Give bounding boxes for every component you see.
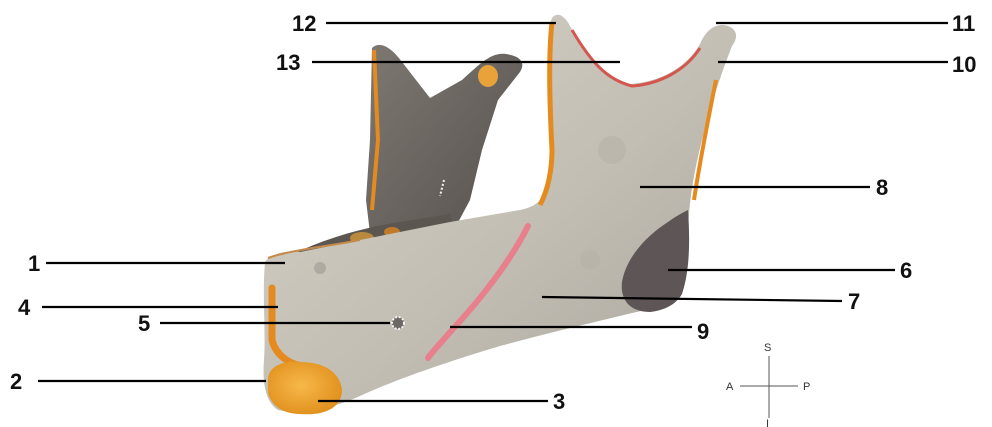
label-3: 3	[553, 389, 565, 414]
compass-anterior: A	[726, 381, 734, 393]
compass-posterior: P	[803, 381, 810, 393]
label-10: 10	[952, 52, 976, 77]
label-6: 6	[900, 258, 912, 283]
label-8: 8	[876, 175, 888, 200]
coronoid-orange-edge	[540, 22, 552, 205]
label-11: 11	[952, 11, 975, 36]
mental-foramen	[392, 317, 404, 329]
compass-superior: S	[764, 342, 771, 354]
label-2: 2	[10, 369, 22, 394]
bone-speckle	[314, 262, 326, 274]
label-5: 5	[138, 311, 150, 336]
label-4: 4	[18, 295, 31, 320]
bone-speckle	[580, 250, 600, 270]
label-13: 13	[276, 50, 300, 75]
label-7: 7	[848, 289, 860, 314]
label-9: 9	[697, 319, 709, 344]
label-12: 12	[292, 11, 316, 36]
bone-speckle	[598, 136, 626, 164]
label-1: 1	[28, 251, 40, 276]
compass-inferior: I	[766, 418, 769, 427]
far-condyle-orange	[478, 65, 498, 87]
orientation-compass: S A P I	[726, 342, 810, 427]
